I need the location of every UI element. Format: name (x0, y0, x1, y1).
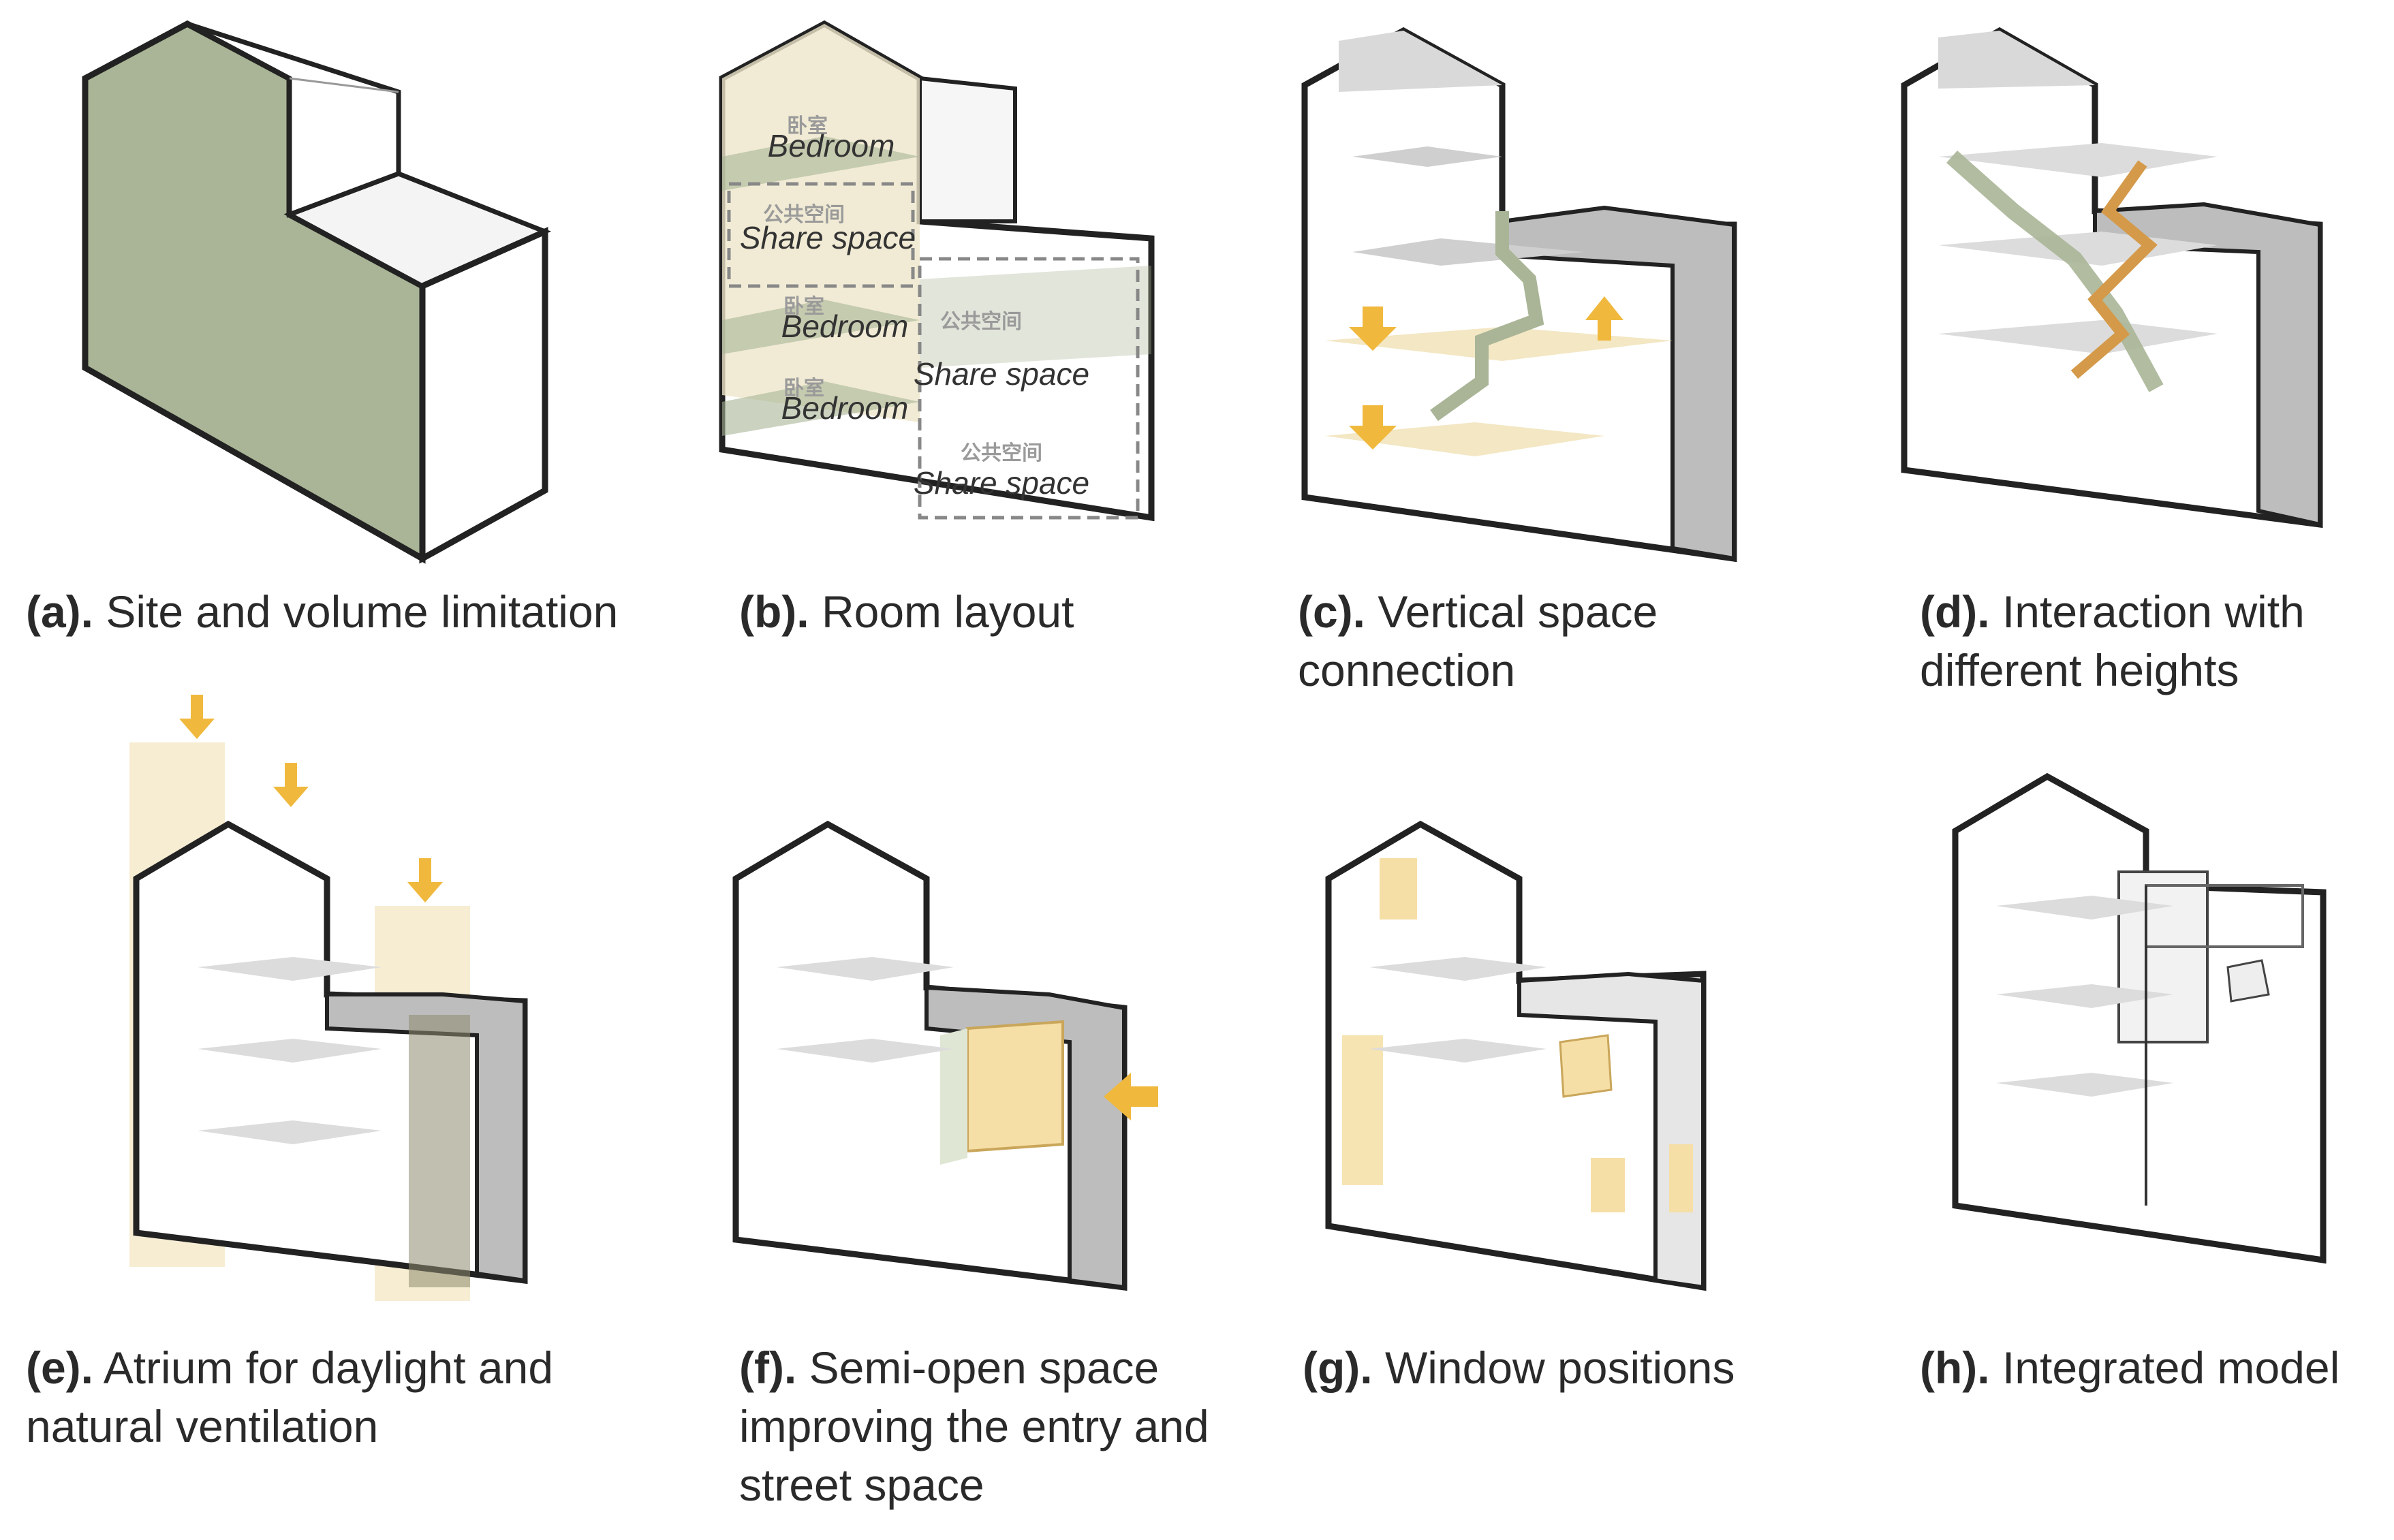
room-label: Share space (914, 465, 1089, 501)
panel-b: 卧室 Bedroom 公共空间 Share space 卧室 Bedroom 公… (715, 14, 1260, 572)
vertical-connection-diagram (1301, 27, 1737, 563)
caption-text: Site and volume limitation (106, 586, 619, 637)
room-label: Bedroom (781, 390, 909, 426)
atrium-diagram (129, 695, 528, 1301)
caption-letter: (e). (26, 1342, 93, 1393)
room-label: Share space (740, 220, 916, 255)
room-label: Bedroom (781, 309, 909, 344)
caption-text: Atrium for daylight and natural ventilat… (26, 1342, 554, 1451)
caption-b: (b). Room layout (739, 582, 1257, 641)
room-label-cn: 卧室 (787, 114, 828, 138)
volume-diagram (82, 20, 552, 564)
caption-letter: (h). (1920, 1342, 1990, 1393)
caption-letter: (f). (739, 1342, 797, 1393)
caption-f: (f). Semi-open space improving the entry… (739, 1338, 1257, 1514)
room-label: Bedroom (768, 128, 895, 163)
caption-letter: (d). (1920, 586, 1990, 637)
room-label-cn: 公共空间 (763, 203, 845, 227)
room-layout-diagram: 卧室 Bedroom 公共空间 Share space 卧室 Bedroom 公… (719, 20, 1155, 522)
caption-letter: (b). (739, 586, 809, 637)
caption-c: (c). Vertical space connection (1298, 582, 1734, 700)
caption-text: Room layout (821, 586, 1074, 637)
caption-text: Integrated model (2002, 1342, 2340, 1393)
panel-a (20, 14, 579, 572)
caption-e: (e). Atrium for daylight and natural ven… (26, 1338, 571, 1456)
caption-h: (h). Integrated model (1920, 1338, 2383, 1397)
window-positions-diagram (1325, 820, 1707, 1291)
room-label-cn: 公共空间 (940, 310, 1022, 334)
caption-d: (d). Interaction with different heights (1920, 582, 2383, 700)
room-label-cn: 卧室 (783, 295, 824, 319)
panel-h (1942, 770, 2364, 1287)
room-label-cn: 卧室 (783, 377, 824, 400)
caption-letter: (c). (1298, 586, 1365, 637)
panel-e (123, 695, 545, 1308)
panel-f (722, 817, 1199, 1308)
caption-text: Semi-open space improving the entry and … (739, 1342, 1209, 1510)
room-label-cn: 公共空间 (961, 441, 1042, 465)
panel-g (1315, 817, 1805, 1308)
caption-letter: (g). (1303, 1342, 1373, 1393)
semi-open-diagram (732, 820, 1158, 1291)
caption-text: Vertical space connection (1298, 586, 1658, 695)
room-label: Share space (914, 356, 1089, 392)
caption-a: (a). Site and volume limitation (26, 582, 680, 641)
caption-letter: (a). (26, 586, 93, 637)
panel-d (1897, 20, 2347, 565)
panel-c (1298, 20, 1775, 565)
caption-text: Interaction with different heights (1920, 586, 2305, 695)
integrated-model-diagram (1952, 772, 2327, 1264)
height-interaction-diagram (1901, 27, 2323, 529)
caption-g: (g). Window positions (1303, 1338, 1793, 1397)
caption-text: Window positions (1384, 1342, 1735, 1393)
